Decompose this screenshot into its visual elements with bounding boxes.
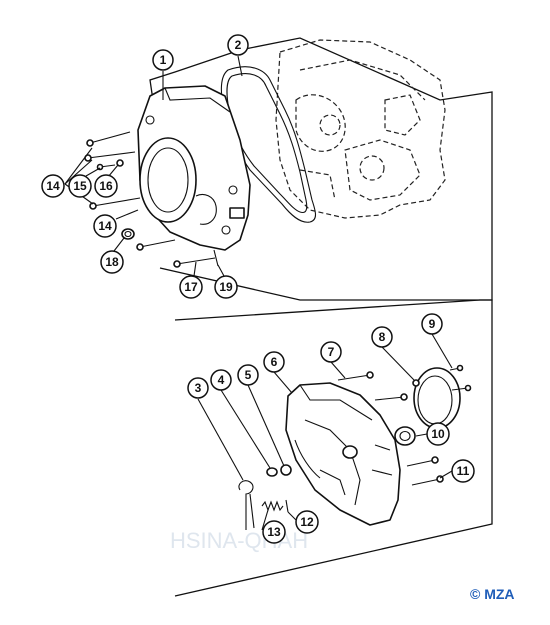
- svg-text:12: 12: [300, 515, 314, 529]
- svg-text:1: 1: [160, 53, 167, 67]
- callout-18: 18: [100, 250, 124, 274]
- callout-14b: 14: [93, 214, 117, 238]
- svg-text:19: 19: [219, 280, 233, 294]
- outer-cover-1: [137, 85, 251, 251]
- screw-17-pin-19: [173, 249, 219, 268]
- callout-19: 19: [214, 275, 238, 299]
- svg-text:10: 10: [431, 427, 445, 441]
- svg-text:11: 11: [457, 464, 470, 478]
- svg-text:14: 14: [46, 179, 60, 193]
- screws-15-16: [96, 159, 124, 171]
- svg-text:3: 3: [195, 381, 202, 395]
- svg-text:9: 9: [429, 317, 436, 331]
- svg-text:17: 17: [184, 280, 198, 294]
- svg-text:16: 16: [99, 179, 113, 193]
- callout-9: 9: [421, 313, 443, 335]
- lower-frame-lines: [174, 299, 493, 597]
- svg-text:8: 8: [379, 330, 386, 344]
- callout-3: 3: [187, 377, 209, 399]
- washer-18: [121, 228, 135, 240]
- seal-10: [394, 426, 416, 446]
- callout-17: 17: [179, 275, 203, 299]
- engine-crankcase: [275, 39, 446, 219]
- callout-6: 6: [263, 351, 285, 373]
- svg-text:4: 4: [218, 373, 225, 387]
- svg-text:6: 6: [271, 355, 278, 369]
- callout-5: 5: [237, 364, 259, 386]
- spring-lever-3: [238, 480, 255, 530]
- callout-4: 4: [210, 369, 232, 391]
- callout-16: 16: [94, 174, 118, 198]
- screws-9: [449, 364, 472, 392]
- cover-plate-8: [412, 367, 461, 429]
- svg-text:5: 5: [245, 368, 252, 382]
- svg-text:7: 7: [328, 345, 335, 359]
- svg-text:14: 14: [98, 219, 112, 233]
- callout-11: 11: [451, 459, 475, 483]
- callout-14a: 14: [41, 174, 65, 198]
- callout-12: 12: [295, 510, 319, 534]
- bushing-5: [280, 464, 292, 476]
- screws-11: [406, 456, 444, 486]
- callout-10: 10: [426, 422, 450, 446]
- screw-7: [337, 371, 374, 381]
- screws-14-upper: [84, 131, 176, 251]
- callout-15: 15: [68, 174, 92, 198]
- pin-12: [285, 499, 289, 513]
- svg-text:15: 15: [73, 179, 87, 193]
- spring-13: [261, 500, 284, 512]
- svg-text:2: 2: [235, 38, 242, 52]
- watermark-text: HSINA-QHAH: [170, 528, 308, 553]
- copyright-label: © MZA: [470, 586, 515, 602]
- leader-lines: [64, 55, 453, 531]
- washer-4: [266, 467, 278, 477]
- callout-1: 1: [152, 49, 174, 71]
- svg-text:18: 18: [105, 255, 119, 269]
- screw-plate-left: [374, 396, 405, 401]
- callout-13: 13: [262, 520, 286, 544]
- callout-8: 8: [371, 326, 393, 348]
- callout-2: 2: [227, 34, 249, 56]
- inner-cover-6: [285, 382, 401, 526]
- svg-text:13: 13: [267, 525, 281, 539]
- callout-7: 7: [320, 341, 342, 363]
